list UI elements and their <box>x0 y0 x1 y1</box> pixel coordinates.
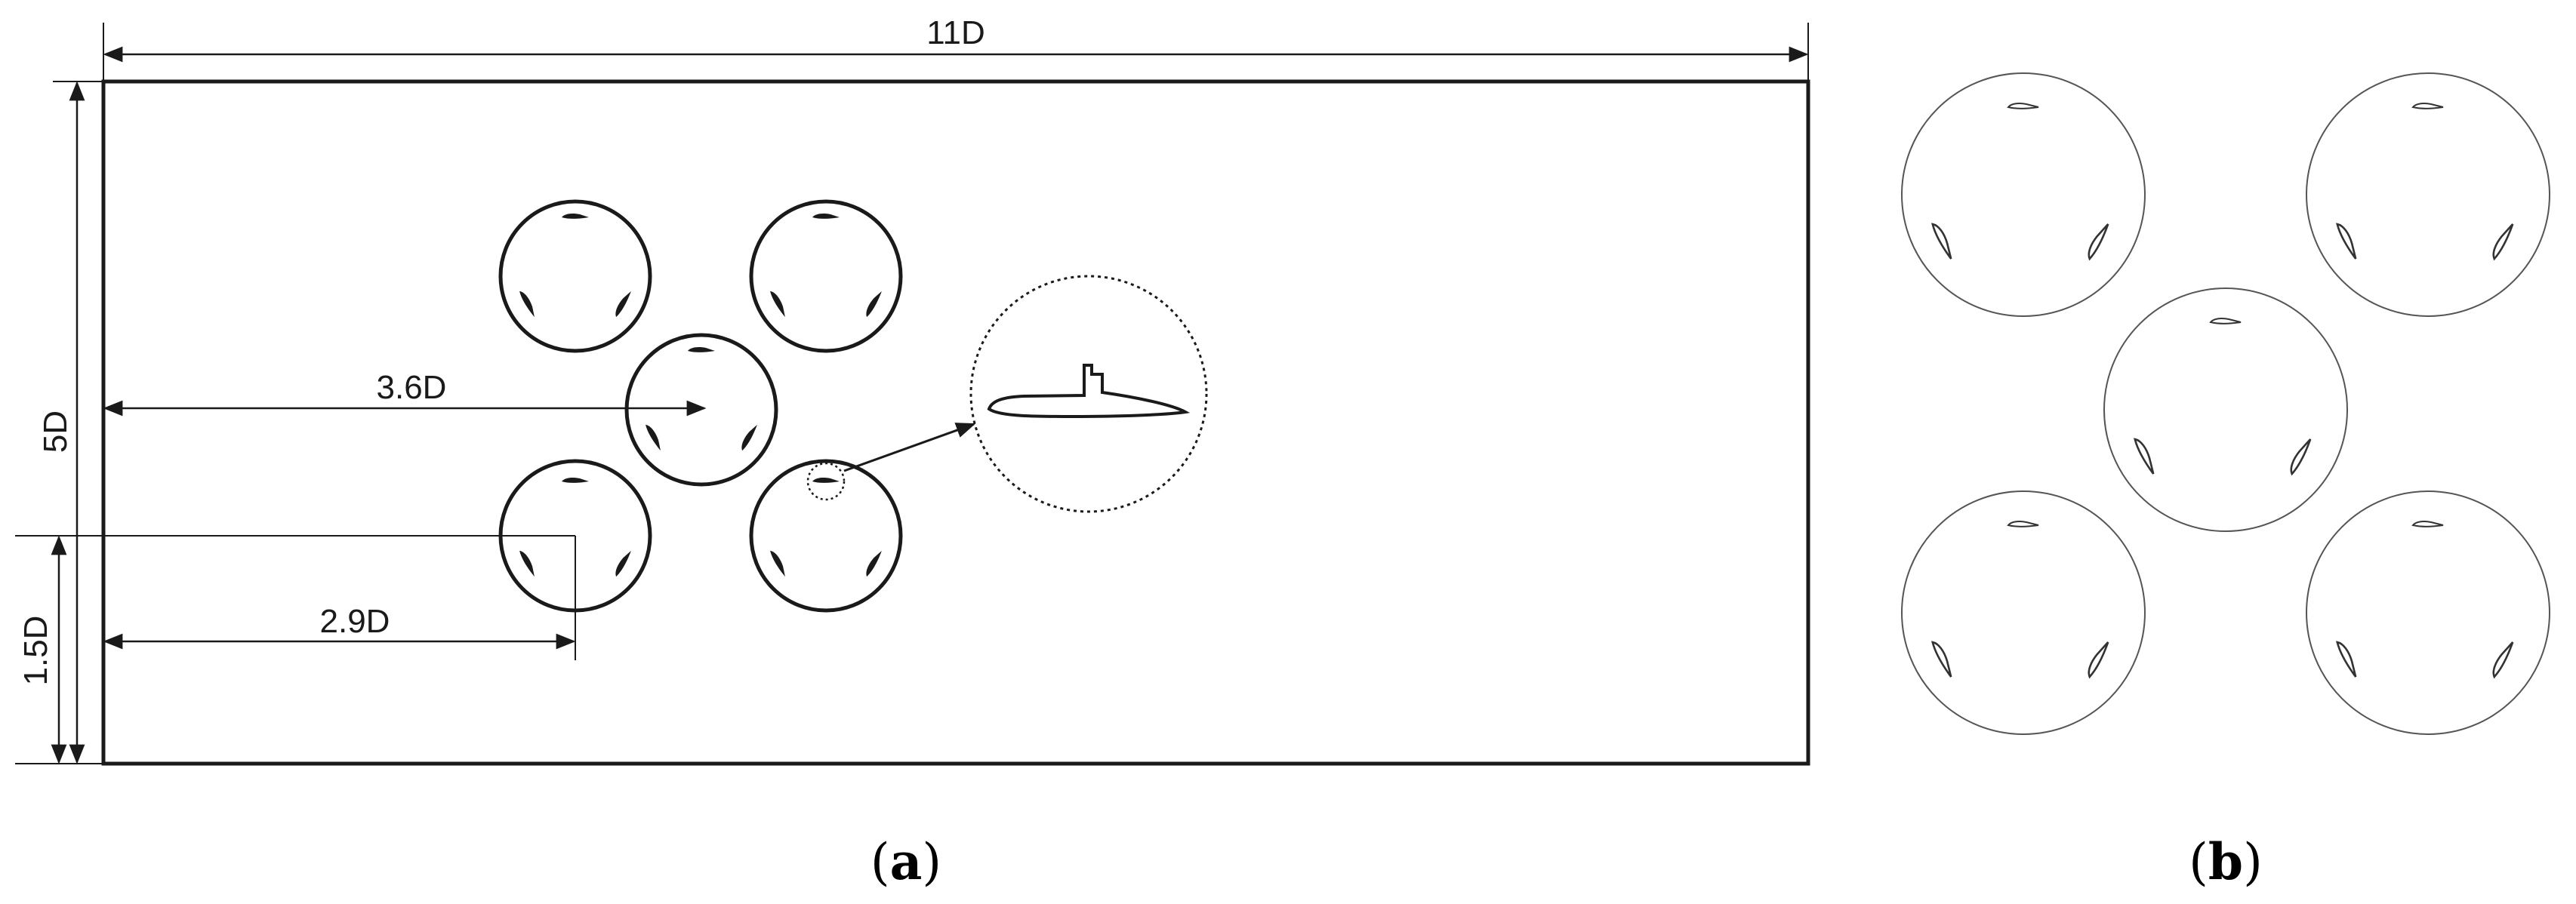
panel-b <box>1901 72 2550 735</box>
zoom-source-circle <box>806 462 846 501</box>
width-label: 11D <box>926 14 984 51</box>
panel-a: 11D 5D 3.6D 2.9D 1.5D <box>15 14 1810 766</box>
rotor-upper-left <box>498 199 652 353</box>
dimension-lower-rotor: 2.9D 1.5D <box>15 535 576 764</box>
blade-profile-detail <box>987 364 1191 419</box>
domain-boundary <box>101 79 1810 766</box>
rotor-lower-right <box>749 459 903 613</box>
caption-a: (a) <box>870 832 941 891</box>
rotor-upper-right <box>749 199 903 353</box>
rotor-center <box>624 333 778 487</box>
height-label: 5D <box>37 410 74 453</box>
rotor-b-upper-right <box>2306 72 2550 317</box>
rotor-b-lower-right <box>2306 490 2550 735</box>
lower-y-label: 1.5D <box>17 616 54 686</box>
caption-b: (b) <box>2189 832 2263 891</box>
center-offset-label: 3.6D <box>377 369 447 406</box>
rotor-b-lower-left <box>1901 490 2146 735</box>
dimension-center-offset: 3.6D <box>103 369 707 417</box>
zoom-arrow <box>843 423 976 472</box>
lower-x-label: 2.9D <box>320 603 390 640</box>
rotor-b-center <box>2103 287 2348 532</box>
rotor-lower-left <box>498 459 652 613</box>
dimension-width: 11D <box>103 14 1809 81</box>
rotor-b-upper-left <box>1901 72 2146 317</box>
zoom-inset <box>969 275 1208 513</box>
